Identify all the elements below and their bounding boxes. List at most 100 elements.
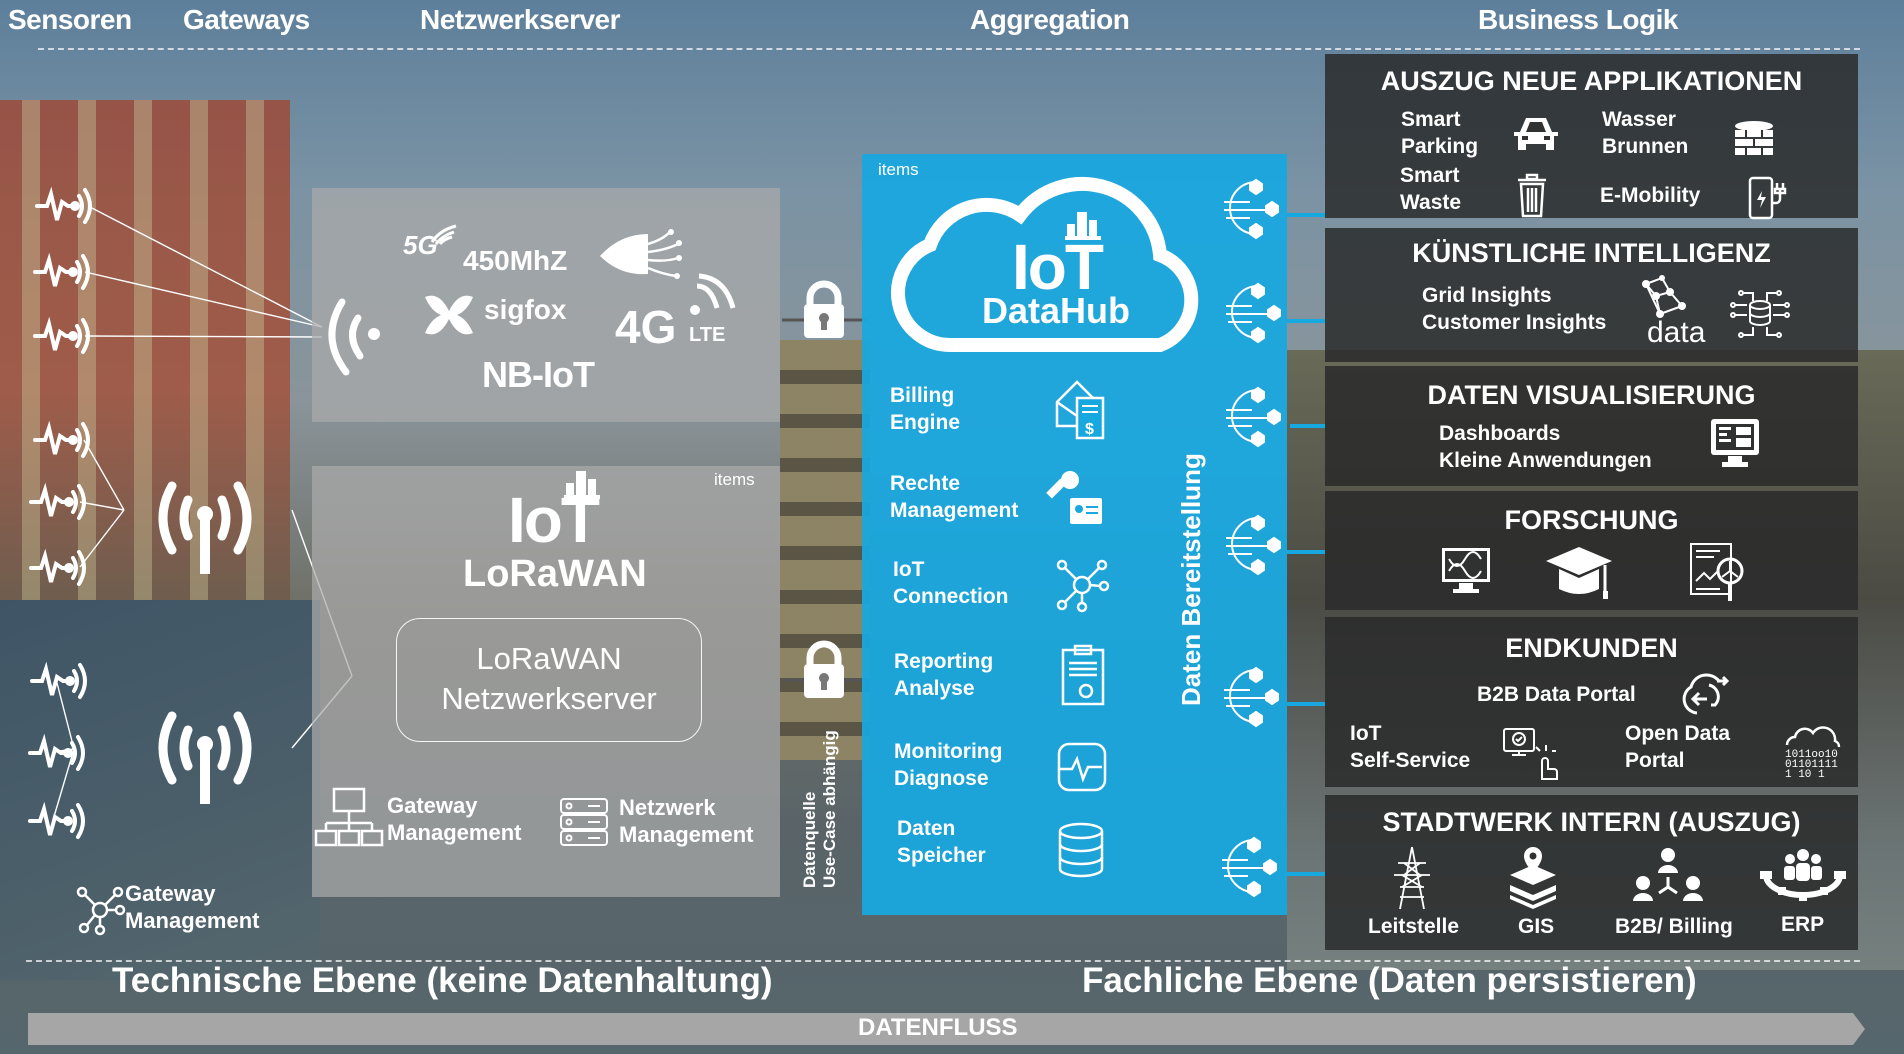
panel-title: DATEN VISUALISIERUNG bbox=[1427, 380, 1756, 410]
api-connector-icon bbox=[1226, 514, 1281, 576]
cloud-sync-icon bbox=[1682, 673, 1730, 715]
smart-city-icon bbox=[1065, 212, 1101, 240]
monitor-pulse-icon bbox=[1057, 742, 1107, 792]
iot-datahub-box bbox=[862, 154, 1287, 915]
header-business-logic: Business Logik bbox=[1478, 4, 1678, 35]
app-line: Smart bbox=[1400, 164, 1460, 187]
api-connector-icon bbox=[1224, 178, 1279, 240]
network-management-label: Netzwerk Management bbox=[619, 794, 753, 848]
app-line: Parking bbox=[1401, 135, 1479, 158]
panel-internal-systems[interactable]: STADTWERK INTERN (AUSZUG) Leitstelle GIS… bbox=[1325, 795, 1858, 950]
label-line: Gateway bbox=[387, 793, 478, 818]
line: Self-Service bbox=[1350, 749, 1471, 772]
graduation-cap-icon bbox=[1546, 547, 1612, 599]
api-connector-icon bbox=[1224, 666, 1279, 728]
b2b-data-portal: B2B Data Portal bbox=[1477, 683, 1636, 706]
technical-layer-caption: Technische Ebene (keine Datenhaltung) bbox=[112, 961, 773, 1000]
panel-title: FORSCHUNG bbox=[1504, 505, 1679, 535]
service-line: Speicher bbox=[897, 844, 986, 867]
header-gateways: Gateways bbox=[183, 4, 310, 35]
lorawan-logo: LoRaWAN bbox=[463, 553, 647, 595]
svg-text:1011oo10: 1011oo10 bbox=[1785, 749, 1838, 761]
service-line: Diagnose bbox=[894, 767, 989, 790]
label-line: Netzwerk bbox=[619, 795, 716, 820]
gateway-management-label: Gateway Management bbox=[387, 792, 521, 846]
items-brand: items bbox=[714, 470, 755, 489]
app-line: Smart bbox=[1401, 108, 1461, 131]
sensor-icon bbox=[30, 661, 87, 699]
service-line: Billing bbox=[890, 384, 955, 407]
sigfox-label: sigfox bbox=[484, 294, 567, 325]
5g-label: 5G bbox=[403, 230, 438, 260]
svg-text:01101111: 01101111 bbox=[1785, 759, 1838, 771]
sensor-icons-group-2 bbox=[28, 661, 87, 839]
iot-self-service: IoT Self-Service bbox=[1350, 720, 1470, 774]
lock-icon bbox=[782, 640, 866, 698]
panel-title: AUSZUG NEUE APPLIKATIONEN bbox=[1380, 66, 1803, 96]
ev-charger-icon bbox=[1748, 176, 1787, 220]
trash-icon bbox=[1518, 173, 1546, 218]
ai-line: Grid Insights bbox=[1422, 284, 1552, 307]
line: IoT bbox=[1350, 722, 1382, 745]
top-divider bbox=[38, 48, 1860, 50]
gateway-management-label-left: Gateway Management bbox=[125, 880, 259, 934]
internal-item-erp: ERP bbox=[1781, 913, 1825, 936]
power-tower-icon bbox=[1394, 846, 1430, 910]
label-line: Management bbox=[619, 822, 754, 847]
nb-iot-label: NB-IoT bbox=[482, 354, 595, 395]
service-line: Rechte bbox=[890, 472, 961, 495]
5g-signal-icon bbox=[430, 224, 457, 245]
line: Open Data bbox=[1625, 722, 1731, 745]
background-promenade bbox=[0, 600, 320, 980]
gateway-antenna-icon bbox=[158, 481, 252, 574]
ai-line: Customer Insights bbox=[1422, 311, 1607, 334]
panel-end-customers[interactable]: ENDKUNDEN B2B Data Portal IoT Self-Servic… bbox=[1325, 617, 1858, 787]
service-line: Engine bbox=[890, 411, 961, 434]
header-aggregation: Aggregation bbox=[970, 4, 1130, 35]
server-box-line: LoRaWAN bbox=[476, 641, 622, 676]
database-icon bbox=[1058, 822, 1104, 878]
connector-line bbox=[1285, 872, 1325, 876]
header-network-server: Netzwerkserver bbox=[420, 4, 621, 35]
wireless-signal-icon bbox=[328, 298, 380, 376]
note-line: Use-Case abhängig bbox=[820, 730, 839, 888]
internal-item-gis: GIS bbox=[1518, 915, 1555, 938]
server-box-line: Netzwerkserver bbox=[441, 681, 657, 716]
gateway-antenna-icon bbox=[158, 711, 252, 804]
connector-line bbox=[1287, 702, 1325, 706]
datahub-logo: DataHub bbox=[982, 290, 1131, 331]
connector-line bbox=[1287, 550, 1325, 554]
gis-layers-icon bbox=[1510, 847, 1556, 909]
self-service-touch-icon bbox=[1503, 728, 1558, 780]
lorawan-network-server-box[interactable]: LoRaWAN Netzwerkserver bbox=[396, 618, 702, 742]
network-hub-icon bbox=[1056, 559, 1110, 613]
connectivity-box bbox=[312, 188, 780, 422]
connector-line bbox=[1287, 213, 1325, 217]
clipboard-report-icon bbox=[1061, 644, 1105, 706]
viz-line: Kleine Anwendungen bbox=[1439, 449, 1652, 472]
internal-item-b2b-billing: B2B/ Billing bbox=[1615, 915, 1733, 938]
background-building bbox=[0, 100, 290, 620]
panel-research[interactable]: FORSCHUNG bbox=[1325, 491, 1858, 610]
dashboard-monitor-icon bbox=[1711, 419, 1759, 467]
app-line: Waste bbox=[1400, 191, 1462, 214]
api-connector-icon bbox=[1226, 282, 1281, 344]
datasource-note: Datenquelle Use-Case abhängig bbox=[800, 730, 840, 888]
service-line: Analyse bbox=[894, 677, 975, 700]
fiber-cable-icon bbox=[600, 229, 682, 279]
panel-title: ENDKUNDEN bbox=[1505, 633, 1678, 663]
service-line: Monitoring bbox=[894, 740, 1003, 763]
label-line: Management bbox=[125, 908, 260, 933]
sensor-icon bbox=[28, 801, 85, 839]
